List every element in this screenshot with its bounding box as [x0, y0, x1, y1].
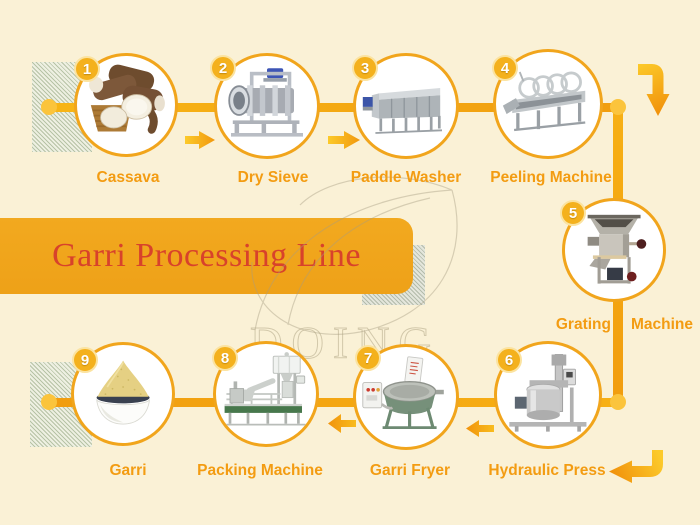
garri-bowl-image — [96, 360, 150, 425]
flow-elbow-arrow-bottom-right — [609, 450, 663, 483]
flow-arrow-cassava-to-dry-sieve — [185, 131, 215, 149]
flow-line-top — [49, 103, 623, 112]
step-circle-garri — [71, 342, 175, 446]
flow-line-bottom — [49, 398, 623, 407]
hydraulic-press-machine-image — [509, 354, 587, 432]
flow-node-dot-bottom-right — [610, 394, 626, 410]
flow-arrow-garri-fryer-to-packing-machine — [328, 414, 356, 433]
step-label-cassava: Cassava — [96, 169, 160, 186]
flow-node-dot-end — [41, 394, 57, 410]
flow-arrow-hydraulic-press-to-garri-fryer — [466, 420, 494, 437]
step-label-grating-machine: Machine — [631, 316, 694, 333]
flow-elbow-arrow-top-right — [638, 64, 670, 116]
step-label-peeling-machine: Peeling Machine — [490, 169, 612, 186]
dry-sieve-machine-image — [228, 68, 303, 137]
grating-machine-image — [587, 214, 647, 284]
step-badge-3: 3 — [352, 55, 378, 81]
step-circle-cassava — [74, 53, 178, 157]
step-label-paddle-washer: Paddle Washer — [350, 169, 462, 186]
step-label-dry-sieve: Dry Sieve — [237, 169, 309, 186]
step-label-hydraulic-press: Hydraulic Press — [488, 462, 606, 479]
title-banner: Garri Processing Line — [0, 218, 413, 294]
step-badge-8: 8 — [212, 345, 238, 371]
step-badge-9: 9 — [72, 347, 98, 373]
flow-arrow-dry-sieve-to-paddle-washer — [328, 131, 360, 149]
step-label-packing-machine: Packing Machine — [197, 462, 323, 479]
step-label-garri: Garri — [109, 462, 147, 479]
step-badge-4: 4 — [492, 55, 518, 81]
step-badge-6: 6 — [496, 347, 522, 373]
step-label-grating: Grating — [555, 316, 611, 333]
garri-fryer-machine-image — [362, 356, 444, 429]
step-badge-7: 7 — [355, 345, 381, 371]
step-badge-1: 1 — [74, 56, 100, 82]
step-circle-paddle-washer — [353, 53, 459, 159]
step-circle-packing-machine — [213, 341, 319, 447]
flow-node-dot-start — [41, 99, 57, 115]
flow-node-dot-top-right — [610, 99, 626, 115]
peeling-machine-image — [503, 71, 586, 132]
step-badge-2: 2 — [210, 55, 236, 81]
packing-machine-image — [224, 352, 306, 426]
step-badge-5: 5 — [560, 200, 586, 226]
paddle-washer-machine-image — [362, 88, 443, 134]
page-title: Garri Processing Line — [52, 237, 361, 274]
step-label-garri-fryer: Garri Fryer — [369, 462, 451, 479]
